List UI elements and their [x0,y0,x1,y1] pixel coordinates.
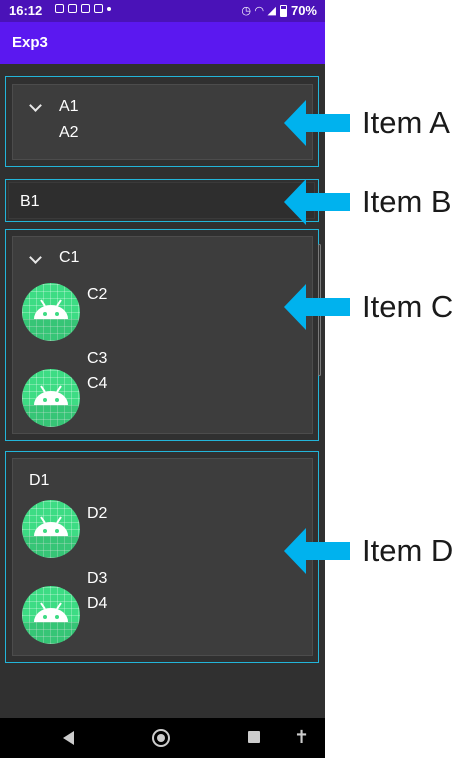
arrow-left-icon [284,100,350,146]
item-b-line: B1 [20,193,40,210]
status-time: 16:12 [9,3,43,18]
sd-card-icon [94,4,103,13]
notification-icons [55,4,111,13]
image-notification-icon [55,4,64,13]
item-c-row2-line2: C4 [87,375,108,392]
battery-percent: 70% [290,3,317,18]
item-c-row1-line1: C2 [87,286,108,303]
alarm-icon: ◷ [241,5,252,17]
android-avatar-icon [22,283,80,341]
status-bar: 16:12 ◷ ◠ ◢ 70% [0,0,325,22]
item-d-card[interactable]: D1 D2 D3 D4 [12,458,313,656]
nav-recents-icon[interactable] [248,731,260,743]
android-avatar-icon [22,500,80,558]
wifi-icon: ◠ [255,5,264,17]
signal-icon: ◢ [267,5,276,17]
item-d-header: D1 [29,472,50,489]
item-b-card[interactable]: B1 [8,182,315,219]
item-a-line-1: A1 [59,98,79,115]
battery-icon [279,4,287,17]
accessibility-icon[interactable]: ✝ [294,727,310,747]
item-c-row2-line1: C3 [87,350,108,367]
item-d-row1-line1: D2 [87,505,108,522]
app-bar: Exp3 [0,22,325,64]
callout-item-b: Item B [362,184,452,219]
arrow-left-icon [284,179,350,225]
chevron-down-icon[interactable] [29,251,42,264]
phone-screen: 16:12 ◷ ◠ ◢ 70% Exp3 A1 A2 B1 C1 [0,0,325,758]
arrow-left-icon [284,528,350,574]
callout-item-c: Item C [362,289,454,324]
callout-item-a: Item A [362,105,450,140]
item-d-row2-line2: D4 [87,595,108,612]
chevron-down-icon[interactable] [29,99,42,112]
photo-notification-icon [81,4,90,13]
sim-notification-icon [68,4,77,13]
item-c-card[interactable]: C1 C2 C3 C4 [12,236,313,434]
arrow-left-icon [284,284,350,330]
item-d-row2-line1: D3 [87,570,108,587]
item-c-header: C1 [59,249,80,266]
nav-home-icon[interactable] [152,729,170,747]
item-a-card[interactable]: A1 A2 [12,84,313,160]
nav-back-icon[interactable] [63,731,74,745]
app-title: Exp3 [12,34,48,51]
more-notifications-dot [107,7,111,11]
android-avatar-icon [22,586,80,644]
navigation-bar: ✝ [0,718,325,758]
status-system-icons: ◷ ◠ ◢ 70% [241,3,317,18]
item-a-line-2: A2 [59,124,79,141]
callout-item-d: Item D [362,533,454,568]
android-avatar-icon [22,369,80,427]
